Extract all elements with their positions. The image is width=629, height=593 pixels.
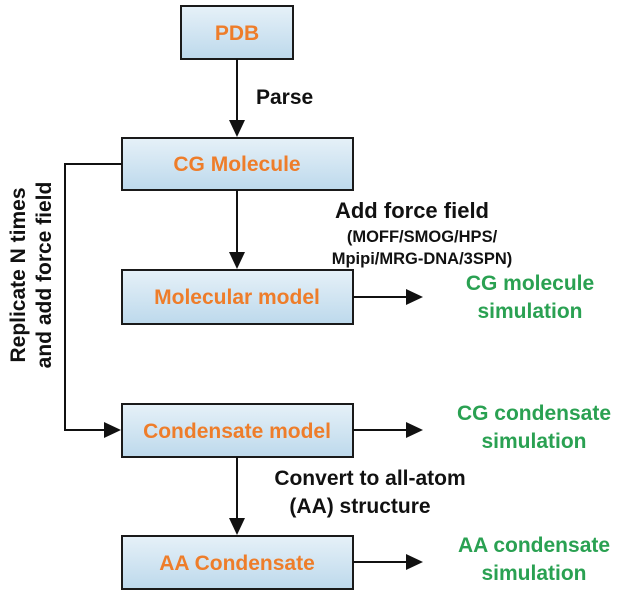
cg-molecule-sim-line1: CG molecule [466, 272, 594, 295]
arrow-to-aa-condensate-sim [353, 554, 423, 570]
replicate-label-line1: Replicate N times [7, 187, 30, 362]
aa-condensate-sim-line1: AA condensate [458, 534, 610, 557]
arrow-pdb-to-cg [229, 59, 245, 137]
add-force-field-label: Add force field [335, 198, 489, 223]
arrow-replicate-path [64, 163, 122, 438]
aa-condensate-sim-line2: simulation [481, 562, 586, 585]
parse-label: Parse [256, 86, 313, 109]
cg-condensate-sim-line1: CG condensate [457, 402, 611, 425]
convert-label-line1: Convert to all-atom [274, 467, 465, 490]
pdb-box-label: PDB [215, 22, 259, 45]
cg-molecule-sim-line2: simulation [477, 300, 582, 323]
aa-condensate-box-label: AA Condensate [159, 552, 315, 575]
arrow-to-cg-molecule-sim [353, 289, 423, 305]
aa-condensate-box: AA Condensate [121, 535, 354, 590]
molecular-model-box: Molecular model [121, 269, 354, 325]
force-field-list-line1: (MOFF/SMOG/HPS/ [347, 228, 498, 246]
condensate-model-box: Condensate model [121, 403, 354, 458]
molecular-model-box-label: Molecular model [154, 286, 320, 309]
cg-molecule-box: CG Molecule [121, 137, 354, 191]
force-field-list-line2: Mpipi/MRG-DNA/3SPN) [332, 250, 513, 268]
cg-condensate-sim-line2: simulation [481, 430, 586, 453]
condensate-model-box-label: Condensate model [143, 420, 331, 443]
arrow-cg-to-molecular [229, 190, 245, 269]
cg-molecule-box-label: CG Molecule [173, 153, 300, 176]
replicate-label-line2: and add force field [33, 182, 56, 369]
arrow-condensate-to-aa [229, 457, 245, 535]
convert-label-line2: (AA) structure [289, 495, 430, 518]
replicate-label: Replicate N times and add force field [7, 182, 56, 369]
arrow-to-cg-condensate-sim [353, 422, 423, 438]
pdb-box: PDB [180, 5, 294, 60]
